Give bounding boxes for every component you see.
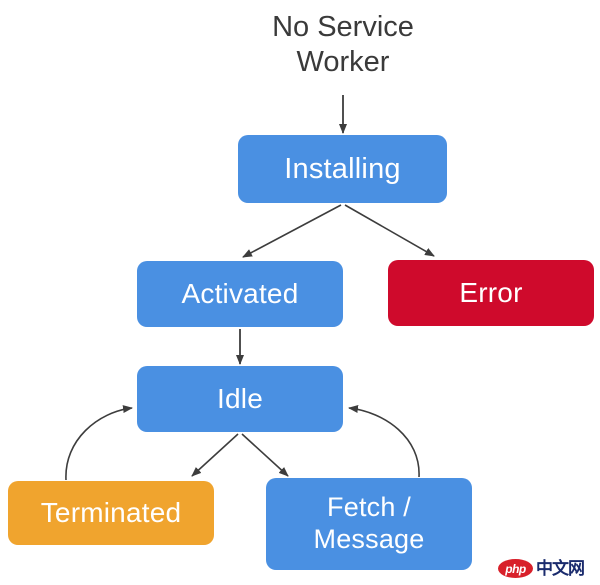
edge-fetch-message-to-idle (348, 405, 420, 478)
watermark-site-name: 中文网 (536, 559, 585, 578)
node-error-label: Error (459, 277, 523, 309)
edge-installing-to-error (344, 204, 435, 257)
node-idle[interactable]: Idle (137, 366, 343, 432)
node-installing[interactable]: Installing (238, 135, 447, 203)
node-installing-label: Installing (284, 152, 401, 185)
diagram-title-no-service-worker: No Service Worker (272, 11, 414, 79)
node-fetch-message-label: Fetch / Message (313, 492, 425, 554)
watermark: php 中文网 (495, 557, 587, 580)
edge-terminated-to-idle (65, 405, 133, 481)
node-activated[interactable]: Activated (137, 261, 343, 327)
node-terminated[interactable]: Terminated (8, 481, 214, 545)
node-fetch-message[interactable]: Fetch / Message (266, 478, 472, 570)
edge-idle-to-terminated (191, 433, 239, 477)
edge-idle-to-fetch-message (241, 433, 289, 477)
php-logo-icon: php (498, 559, 533, 578)
node-error[interactable]: Error (388, 260, 594, 326)
node-terminated-label: Terminated (40, 497, 182, 529)
edge-installing-to-activated (242, 204, 342, 258)
node-activated-label: Activated (181, 278, 299, 310)
node-idle-label: Idle (217, 383, 263, 415)
